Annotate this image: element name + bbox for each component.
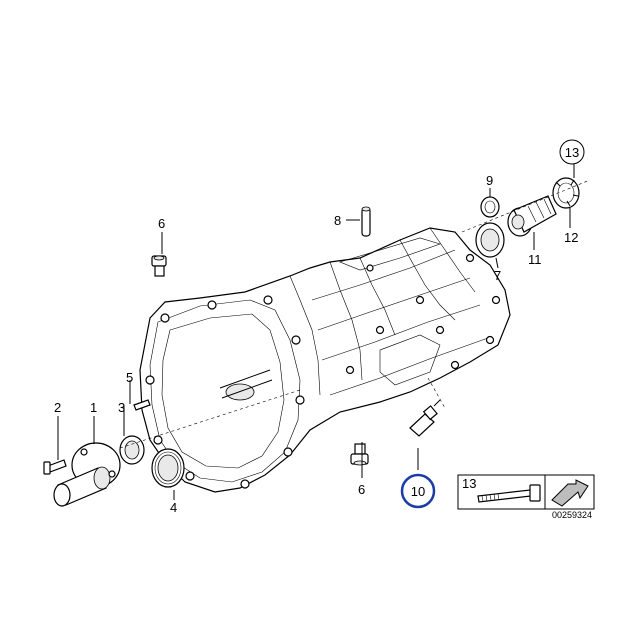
callout-3: 3 xyxy=(118,400,125,415)
callout-11: 11 xyxy=(528,252,542,267)
svg-text:13: 13 xyxy=(565,145,579,160)
callout-13-inset: 13 xyxy=(462,476,476,491)
shaft-seal-part-4 xyxy=(151,448,185,488)
callout-5: 5 xyxy=(126,370,133,385)
callout-1: 1 xyxy=(90,400,97,415)
callout-13-circled: 13 xyxy=(559,139,585,165)
arrow-icon xyxy=(551,479,589,507)
callout-2: 2 xyxy=(54,400,61,415)
callout-6-top: 6 xyxy=(158,216,165,231)
dowel-pin-part-5 xyxy=(133,399,151,411)
screw-plug-part-6-bottom xyxy=(350,443,369,466)
shaft-seal-part-7 xyxy=(475,222,505,258)
callout-10-highlighted[interactable]: 10 xyxy=(400,473,436,509)
switch-part-10 xyxy=(409,399,441,437)
pin-part-8 xyxy=(361,206,371,237)
output-flange-part-11 xyxy=(507,195,557,237)
callout-12: 12 xyxy=(564,230,578,245)
callout-4: 4 xyxy=(170,500,177,515)
callout-9: 9 xyxy=(486,173,493,188)
callout-6-bottom: 6 xyxy=(358,482,365,497)
callout-10: 10 xyxy=(411,484,425,499)
callout-7: 7 xyxy=(494,268,501,283)
shaft-seal-part-3 xyxy=(119,435,145,465)
bolt-part-2 xyxy=(43,459,67,475)
guide-sleeve-part-1 xyxy=(53,442,121,507)
leader-lines xyxy=(57,161,591,500)
drawing-number: 00259324 xyxy=(552,510,592,520)
screw-plug-part-6-top xyxy=(151,255,167,277)
transmission-housing xyxy=(139,227,511,493)
inset-box-part-13: 13 xyxy=(457,474,595,510)
bolt-part-13 xyxy=(477,484,541,503)
o-ring-part-9 xyxy=(480,196,500,218)
callout-8: 8 xyxy=(334,213,341,228)
collar-nut-part-12 xyxy=(552,177,580,209)
